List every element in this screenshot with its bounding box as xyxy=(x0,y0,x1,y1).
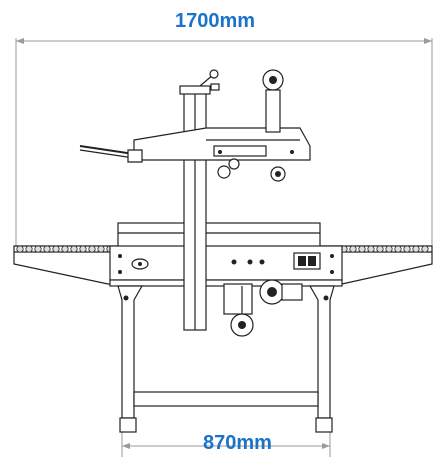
right-roller-10 xyxy=(412,245,420,253)
left-roller-8 xyxy=(88,245,96,253)
left-roller-9 xyxy=(97,245,105,253)
machine xyxy=(13,69,433,433)
left-roller-0 xyxy=(16,245,24,253)
lower-frame xyxy=(109,222,343,287)
overall-width-label: 1700mm xyxy=(175,10,256,32)
control-panel xyxy=(293,252,321,270)
right-roller-8 xyxy=(394,245,402,253)
right-roller-4 xyxy=(358,245,366,253)
left-roller-1 xyxy=(25,245,33,253)
right-roller-5 xyxy=(367,245,375,253)
drive-motor xyxy=(223,279,303,315)
left-conveyor xyxy=(13,245,119,285)
left-roller-3 xyxy=(43,245,51,253)
left-roller-5 xyxy=(61,245,69,253)
left-roller-4 xyxy=(52,245,60,253)
left-roller-7 xyxy=(79,245,87,253)
right-roller-7 xyxy=(385,245,393,253)
overall-width-dimension xyxy=(15,38,433,262)
right-roller-3 xyxy=(349,245,357,253)
upper-head xyxy=(133,127,311,161)
vertical-column xyxy=(179,69,220,331)
right-roller-9 xyxy=(403,245,411,253)
right-roller-11 xyxy=(421,245,429,253)
legs xyxy=(117,285,335,433)
left-roller-2 xyxy=(34,245,42,253)
flap-folder xyxy=(79,145,143,163)
base-width-label: 870mm xyxy=(203,432,272,454)
right-roller-6 xyxy=(376,245,384,253)
lower-tape-roll xyxy=(230,286,254,337)
upper-tape-roll xyxy=(217,69,286,182)
left-roller-6 xyxy=(70,245,78,253)
